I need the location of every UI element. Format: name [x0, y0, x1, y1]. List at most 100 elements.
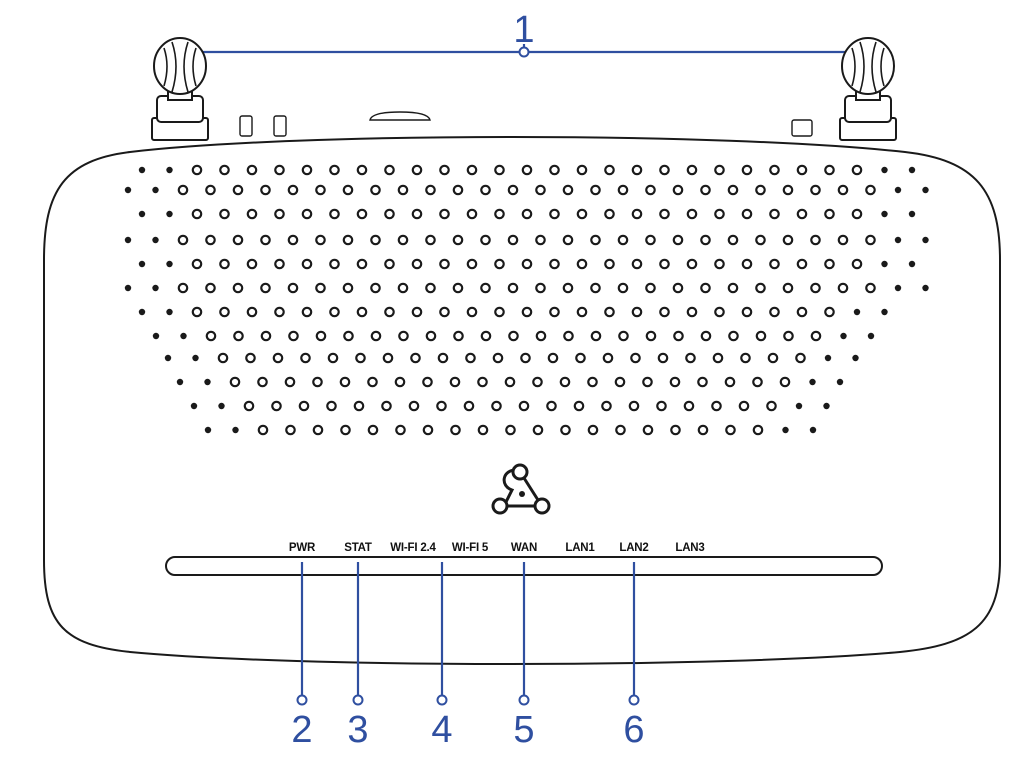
- vent-hole: [477, 376, 488, 388]
- vent-hole: [439, 164, 450, 176]
- vent-hole: [922, 236, 929, 244]
- vent-hole: [480, 184, 491, 196]
- vent-hole: [452, 184, 464, 196]
- vent-hole: [560, 424, 571, 436]
- callout-5: 5: [513, 562, 535, 751]
- vent-hole: [755, 330, 767, 342]
- vent-hole: [659, 258, 670, 270]
- vent-hole: [851, 258, 863, 270]
- vent-hole: [191, 258, 203, 270]
- vent-hole: [367, 424, 379, 436]
- vent-hole: [219, 164, 230, 176]
- vent-hole: [274, 208, 285, 220]
- vent-hole: [604, 208, 615, 220]
- vent-hole: [686, 208, 698, 220]
- vent-hole: [343, 330, 354, 342]
- vent-hole: [535, 234, 546, 246]
- vent-hole: [463, 400, 475, 412]
- vent-hole: [342, 234, 354, 246]
- vent-hole: [232, 426, 239, 434]
- vent-hole: [312, 424, 324, 436]
- antenna-right: [839, 37, 897, 141]
- vent-hole: [894, 236, 902, 244]
- vent-hole: [700, 282, 711, 294]
- vent-hole: [452, 282, 464, 294]
- vent-hole: [728, 330, 739, 342]
- vent-hole: [288, 330, 299, 342]
- vent-hole: [546, 400, 557, 412]
- vent-hole: [370, 330, 382, 342]
- led-label-lan3: LAN3: [675, 542, 704, 554]
- vent-hole: [520, 352, 531, 364]
- vent-hole: [246, 306, 258, 318]
- vent-hole: [659, 208, 670, 220]
- vent-hole: [233, 330, 244, 342]
- vent-hole: [177, 234, 189, 246]
- vent-hole: [670, 424, 681, 436]
- vent-hole: [532, 376, 543, 388]
- vent-hole: [491, 400, 502, 412]
- vent-hole: [422, 376, 433, 388]
- vent-hole: [287, 234, 299, 246]
- vent-hole: [741, 208, 753, 220]
- vent-hole: [315, 184, 326, 196]
- vent-hole: [329, 306, 340, 318]
- vent-hole: [301, 164, 313, 176]
- vent-hole: [329, 164, 340, 176]
- vent-hole: [191, 306, 203, 318]
- vent-hole: [176, 378, 184, 386]
- vent-hole: [700, 330, 712, 342]
- vent-hole: [384, 164, 395, 176]
- vent-hole: [505, 424, 516, 436]
- vent-hole: [645, 282, 656, 294]
- antenna-right-head: [841, 37, 895, 95]
- vent-hole: [628, 400, 640, 412]
- vent-hole: [782, 426, 789, 434]
- vent-hole: [452, 234, 464, 246]
- vent-hole: [837, 234, 849, 246]
- vent-hole: [724, 376, 736, 388]
- vent-hole: [840, 332, 847, 340]
- vent-hole: [494, 258, 505, 270]
- vent-hole: [425, 184, 436, 196]
- vent-hole: [617, 234, 629, 246]
- vent-hole: [449, 376, 461, 388]
- vent-hole: [439, 208, 450, 220]
- vent-hole: [782, 234, 794, 246]
- vent-hole: [342, 184, 354, 196]
- wps-button: [273, 115, 287, 137]
- antenna-left: [151, 37, 209, 141]
- vent-hole: [245, 352, 256, 364]
- vent-hole: [219, 258, 230, 270]
- vent-hole: [656, 400, 667, 412]
- vent-hole: [700, 184, 711, 196]
- vent-hole: [631, 306, 643, 318]
- vent-hole: [518, 400, 530, 412]
- vent-hole: [669, 376, 681, 388]
- vent-hole: [824, 258, 835, 270]
- vent-hole: [617, 184, 629, 196]
- vent-hole: [271, 400, 282, 412]
- vent-hole: [576, 164, 588, 176]
- vent-hole: [312, 376, 323, 388]
- vent-hole: [725, 424, 736, 436]
- vent-hole: [191, 208, 203, 220]
- callout-number-3: 3: [347, 709, 368, 751]
- vent-hole: [908, 210, 916, 218]
- led-label-lan1: LAN1: [565, 542, 595, 554]
- callout-6: 6: [623, 562, 645, 751]
- vent-hole: [246, 258, 258, 270]
- vent-hole: [714, 306, 725, 318]
- led-label-stat: STAT: [344, 542, 372, 554]
- vent-hole: [631, 258, 643, 270]
- led-label-wan: WAN: [511, 542, 537, 554]
- vent-hole: [712, 352, 724, 364]
- vent-hole: [575, 352, 586, 364]
- vent-hole: [766, 400, 777, 412]
- vent-hole: [769, 258, 780, 270]
- vent-hole: [494, 164, 505, 176]
- vent-hole: [601, 400, 612, 412]
- vent-hole: [824, 164, 835, 176]
- vent-hole: [152, 332, 160, 340]
